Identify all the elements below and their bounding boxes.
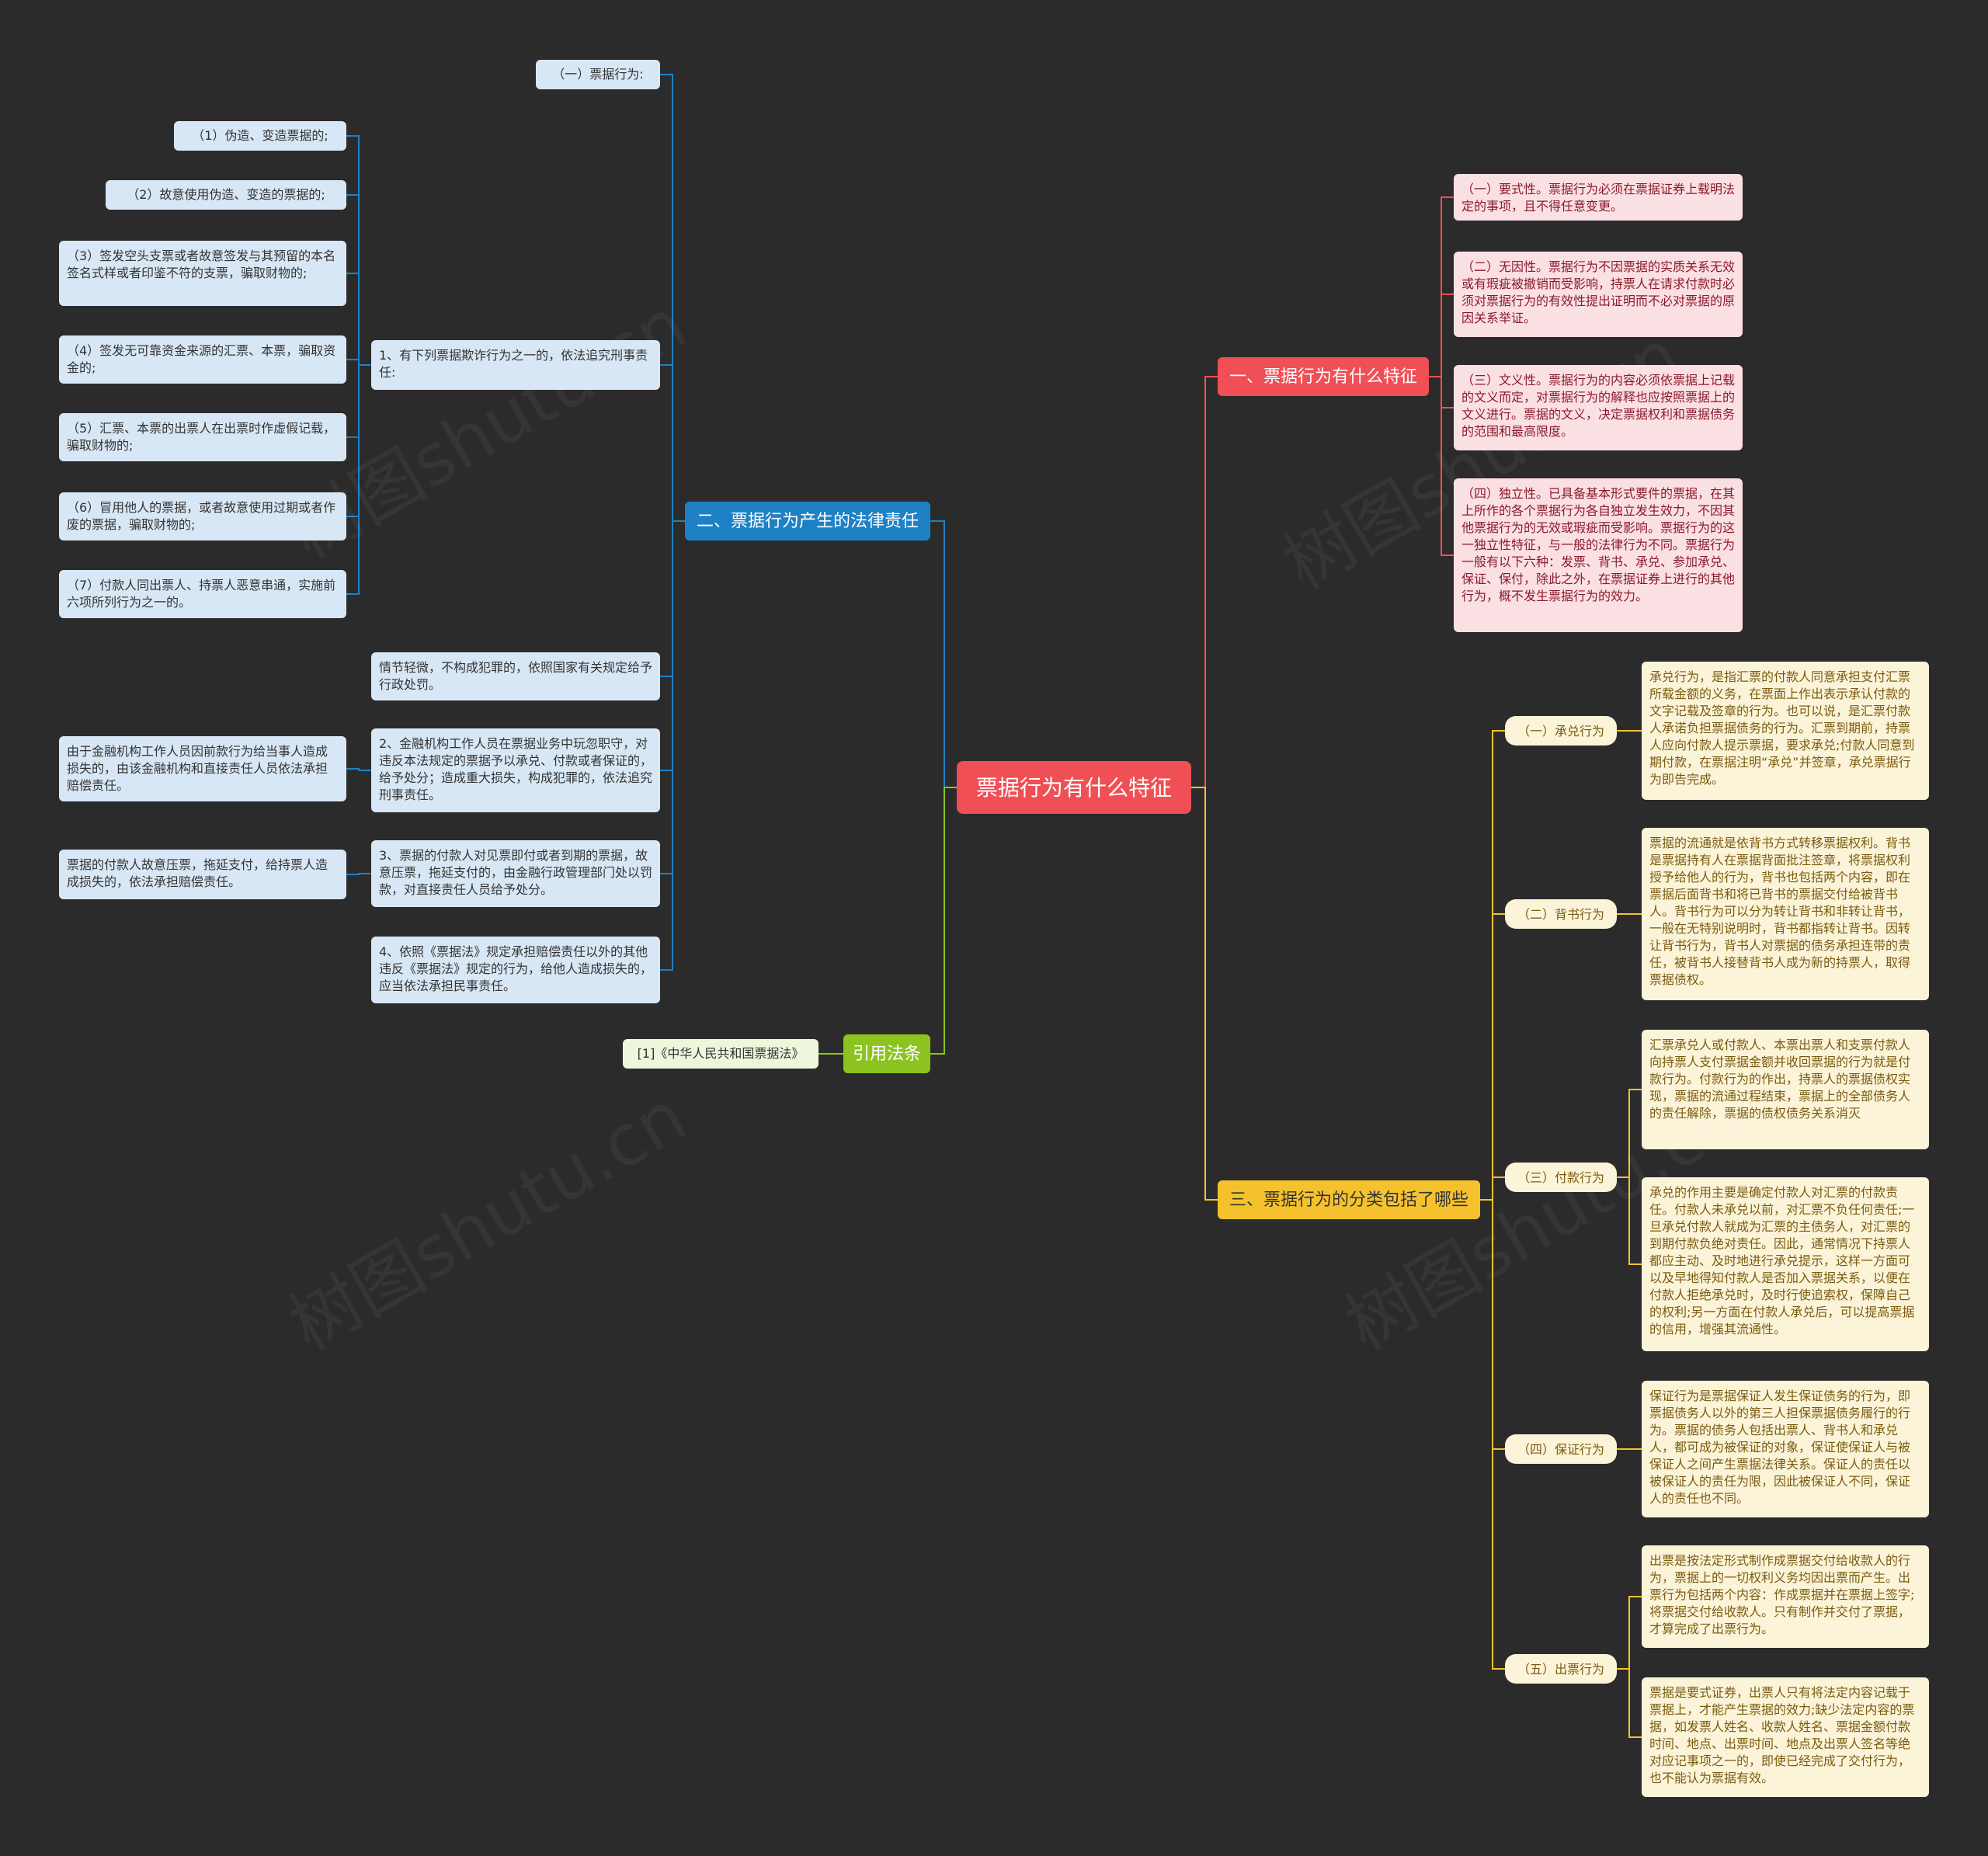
- root-topic[interactable]: 票据行为有什么特征: [957, 761, 1191, 814]
- connector: [1429, 376, 1454, 556]
- branch-legal[interactable]: 二、票据行为产生的法律责任: [685, 502, 930, 540]
- connector: [930, 520, 957, 788]
- feature-item-2[interactable]: （二）无因性。票据行为不因票据的实质关系无效或有瑕疵被撤销而受影响，持票人在请求…: [1454, 252, 1743, 337]
- connector: [660, 520, 685, 971]
- connector: [1480, 1177, 1505, 1201]
- fraud-item-6[interactable]: （6）冒用他人的票据，或者故意使用过期或者作废的票据，骗取财物的;: [59, 492, 346, 540]
- connector: [1480, 913, 1505, 1201]
- connector: [1617, 1177, 1642, 1265]
- connector: [1617, 1089, 1642, 1178]
- fraud-item-2[interactable]: （2）故意使用伪造、变造的票据的;: [106, 180, 346, 210]
- ref-item-1[interactable]: [1]《中华人民共和国票据法》: [623, 1039, 818, 1069]
- legal-item-5-child[interactable]: 票据的付款人故意压票，拖延支付，给持票人造成损失的，依法承担赔偿责任。: [59, 850, 346, 899]
- connector: [346, 359, 371, 366]
- connector: [346, 364, 371, 595]
- feature-item-4[interactable]: （四）独立性。已具备基本形式要件的票据，在其上所作的各个票据行为各自独立发生效力…: [1454, 478, 1743, 632]
- connector: [1191, 376, 1218, 788]
- fraud-item-7[interactable]: （7）付款人同出票人、持票人恶意串通，实施前六项所列行为之一的。: [59, 570, 346, 618]
- connector: [346, 273, 371, 366]
- type-issuance[interactable]: （五）出票行为: [1505, 1654, 1617, 1684]
- feature-item-1[interactable]: （一）要式性。票据行为必须在票据证券上载明法定的事项，且不得任意变更。: [1454, 174, 1743, 221]
- legal-item-6[interactable]: 4、依照《票据法》规定承担赔偿责任以外的其他违反《票据法》规定的行为，给他人造成…: [371, 937, 660, 1003]
- type-issuance-detail-2[interactable]: 票据是要式证券，出票人只有将法定内容记载于票据上，才能产生票据的效力;缺少法定内…: [1642, 1677, 1929, 1797]
- fraud-item-4[interactable]: （4）签发无可靠资金来源的汇票、本票，骗取资金的;: [59, 335, 346, 384]
- legal-item-4[interactable]: 2、金融机构工作人员在票据业务中玩忽职守，对违反本法规定的票据予以承兑、付款或者…: [371, 728, 660, 812]
- type-acceptance[interactable]: （一）承兑行为: [1505, 716, 1617, 746]
- connector: [660, 364, 685, 522]
- connector: [346, 768, 371, 771]
- fraud-item-1[interactable]: （1）伪造、变造票据的;: [174, 121, 346, 151]
- connector: [1480, 1199, 1505, 1670]
- legal-item-4-child[interactable]: 由于金融机构工作人员因前款行为给当事人造成损失的，由该金融机构和直接责任人员依法…: [59, 736, 346, 801]
- type-endorsement[interactable]: （二）背书行为: [1505, 899, 1617, 929]
- legal-item-1[interactable]: （一）票据行为:: [536, 60, 660, 89]
- feature-item-3[interactable]: （三）文义性。票据行为的内容必须依票据上记载的文义而定，对票据行为的解释也应按照…: [1454, 365, 1743, 450]
- branch-types[interactable]: 三、票据行为的分类包括了哪些: [1218, 1180, 1480, 1219]
- connector: [1191, 787, 1218, 1201]
- type-guarantee-detail[interactable]: 保证行为是票据保证人发生保证债务的行为，即票据债务人以外的第三人担保票据债务履行…: [1642, 1381, 1929, 1517]
- connector: [930, 787, 957, 1055]
- branch-features[interactable]: 一、票据行为有什么特征: [1218, 357, 1429, 396]
- type-payment-detail-1[interactable]: 汇票承兑人或付款人、本票出票人和支票付款人向持票人支付票据金额并收回票据的行为就…: [1642, 1030, 1929, 1149]
- type-issuance-detail-1[interactable]: 出票是按法定形式制作成票据交付给收款人的行为，票据上的一切权利义务均因出票而产生…: [1642, 1545, 1929, 1648]
- connector: [1429, 294, 1454, 377]
- connector: [1617, 1668, 1642, 1738]
- type-payment[interactable]: （三）付款行为: [1505, 1163, 1617, 1192]
- type-guarantee[interactable]: （四）保证行为: [1505, 1434, 1617, 1464]
- branch-refs[interactable]: 引用法条: [843, 1034, 930, 1073]
- legal-item-2[interactable]: 1、有下列票据欺诈行为之一的，依法追究刑事责任:: [371, 340, 660, 390]
- fraud-item-3[interactable]: （3）签发空头支票或者故意签发与其预留的本名签名式样或者印鉴不符的支票，骗取财物…: [59, 241, 346, 306]
- connector: [1617, 1596, 1642, 1670]
- fraud-item-5[interactable]: （5）汇票、本票的出票人在出票时作虚假记载，骗取财物的;: [59, 413, 346, 461]
- type-endorsement-detail[interactable]: 票据的流通就是依背书方式转移票据权利。背书是票据持有人在票据背面批注签章，将票据…: [1642, 828, 1929, 1000]
- legal-item-3[interactable]: 情节轻微，不构成犯罪的，依照国家有关规定给予行政处罚。: [371, 652, 660, 700]
- legal-item-5[interactable]: 3、票据的付款人对见票即付或者到期的票据，故意压票，拖延支付的，由金融行政管理部…: [371, 840, 660, 907]
- type-payment-detail-2[interactable]: 承兑的作用主要是确定付款人对汇票的付款责任。付款人未承兑以前，对汇票不负任何责任…: [1642, 1177, 1929, 1351]
- type-acceptance-detail[interactable]: 承兑行为，是指汇票的付款人同意承担支付汇票所载金额的义务，在票面上作出表示承认付…: [1642, 662, 1929, 800]
